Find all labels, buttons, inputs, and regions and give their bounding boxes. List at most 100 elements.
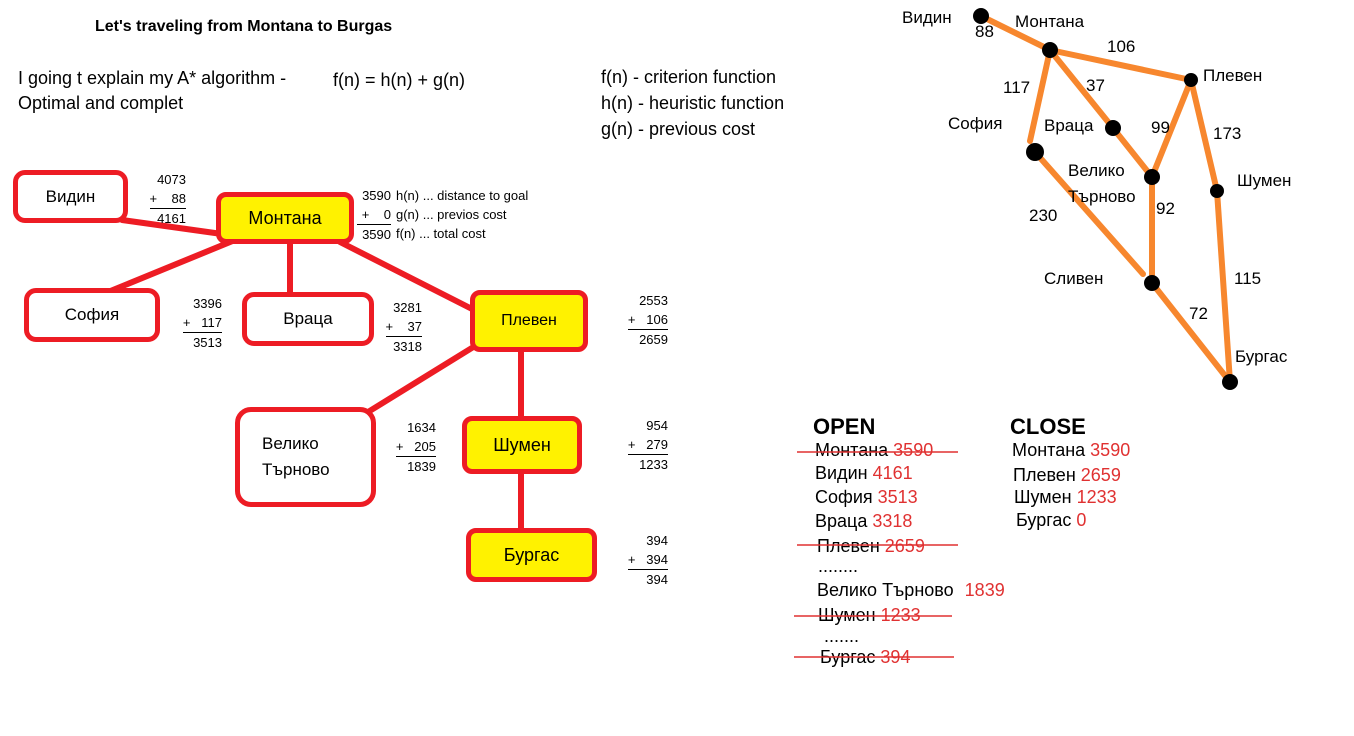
city-dot-burgas: [1222, 374, 1238, 390]
close-item-value: 0: [1076, 510, 1087, 530]
calc-sofia: 3396 + 117 3513: [176, 294, 222, 352]
note-g-value: + 0: [361, 207, 391, 222]
tree-node-shumen: Шумен: [462, 416, 582, 474]
calc-h: 394: [646, 533, 668, 548]
open-item-7: Шумен 1233: [818, 605, 921, 626]
calc-g: + 117: [182, 313, 222, 333]
calc-h: 954: [646, 418, 668, 433]
open-item-name: Плевен: [817, 536, 880, 556]
calc-veliko-tarnovo: 1634 + 205 1839: [386, 418, 436, 476]
legend-g: g(n) - previous cost: [601, 119, 756, 139]
weight-vidin-montana: 88: [975, 22, 994, 41]
open-item-6: Велико Търново 1839: [817, 580, 1005, 601]
calc-h: 2553: [639, 293, 668, 308]
city-dot-montana: [1042, 42, 1058, 58]
note-h-text: h(n) ... distance to goal: [396, 188, 529, 203]
calc-shumen: 954 + 279 1233: [620, 416, 668, 474]
tree-node-label: Монтана: [248, 207, 322, 228]
city-dot-sofia: [1026, 143, 1044, 161]
calc-g: + 205: [395, 437, 436, 457]
city-label-burgas: Бургас: [1235, 347, 1288, 366]
open-item-value: 2659: [884, 536, 925, 556]
close-list-title: CLOSE: [1010, 414, 1086, 439]
open-item-name: .......: [824, 626, 860, 646]
weight-pleven-shumen: 173: [1213, 124, 1242, 143]
close-item-value: 1233: [1076, 487, 1117, 507]
open-item-name: Видин: [815, 463, 868, 483]
open-item-value: 4161: [872, 463, 913, 483]
city-label-veliko-line2: Търново: [1068, 187, 1136, 206]
city-dot-vidin: [973, 8, 989, 24]
city-dot-pleven: [1184, 73, 1198, 87]
edge-vidin-montana: [119, 217, 225, 237]
tree-node-label: Шумен: [493, 434, 551, 455]
road-montana-vratsa: [1047, 47, 1116, 131]
calc-g: + 106: [627, 310, 668, 330]
calc-h: 3281: [393, 300, 422, 315]
city-label-sliven: Сливен: [1044, 269, 1104, 288]
calc-h: 4073: [157, 172, 186, 187]
weight-montana-vratsa: 37: [1086, 76, 1105, 95]
calc-burgas: 394 + 394 394: [624, 531, 668, 589]
weight-montana-sofia: 117: [1003, 78, 1031, 97]
close-item-value: 2659: [1080, 465, 1121, 485]
note-f-value: 3590: [357, 224, 391, 244]
open-item-name: София: [815, 487, 873, 507]
city-label-montana: Монтана: [1015, 12, 1085, 31]
tree-node-label-line1: Велико: [262, 434, 319, 453]
close-item-name: Плевен: [1013, 465, 1076, 485]
calc-f: 1839: [407, 459, 436, 474]
road-montana-pleven: [1047, 47, 1194, 83]
road-montana-sofia: [1027, 47, 1053, 144]
close-item-3: Бургас 0: [1016, 510, 1086, 531]
open-item-4: Плевен 2659: [817, 536, 925, 557]
city-label-pleven: Плевен: [1203, 66, 1263, 85]
tree-node-veliko-tarnovo: Велико Търново: [235, 407, 376, 507]
calc-h: 1634: [407, 420, 436, 435]
road-pleven-veliko: [1149, 77, 1194, 180]
weight-sofia-sliven: 230: [1029, 206, 1058, 225]
open-item-2: София 3513: [815, 487, 918, 508]
close-item-0: Монтана 3590: [1012, 440, 1130, 461]
tree-node-montana: Монтана: [216, 192, 354, 244]
weight-veliko-sliven: 92: [1156, 199, 1175, 218]
tree-node-pleven: Плевен: [470, 290, 588, 352]
open-item-8: .......: [824, 626, 859, 647]
open-item-value: 3590: [893, 440, 934, 460]
open-item-3: Враца 3318: [815, 511, 912, 532]
note-f-text: f(n) ... total cost: [396, 226, 486, 241]
calc-h: 3396: [193, 296, 222, 311]
open-item-value: 3513: [877, 487, 918, 507]
close-item-value: 3590: [1090, 440, 1131, 460]
tree-node-label: Видин: [45, 186, 96, 206]
tree-node-burgas: Бургас: [466, 528, 597, 582]
calc-f: 2659: [639, 332, 668, 347]
calc-g: + 279: [627, 435, 668, 455]
road-vratsa-veliko: [1110, 125, 1155, 180]
open-item-5: ........: [818, 556, 858, 577]
calc-f: 1233: [639, 457, 668, 472]
tree-node-label: Бургас: [503, 544, 560, 565]
open-item-name: Шумен: [818, 605, 876, 625]
city-label-vidin: Видин: [902, 8, 952, 27]
open-item-0: Монтана 3590: [815, 440, 933, 461]
tree-node-label: Враца: [283, 309, 333, 328]
open-item-name: ........: [818, 556, 859, 576]
tree-node-label: Плевен: [501, 312, 557, 329]
calc-g: + 394: [627, 550, 668, 570]
tree-node-vidin: Видин: [13, 170, 128, 223]
weight-shumen-burgas: 115: [1234, 269, 1262, 288]
edge-pleven-veliko: [365, 343, 478, 415]
calc-f: 3513: [193, 335, 222, 350]
city-label-vratsa: Враца: [1044, 116, 1094, 135]
calc-g: + 37: [385, 317, 422, 337]
city-label-shumen: Шумен: [1237, 171, 1292, 190]
tree-node-sofia: София: [24, 288, 160, 342]
city-dot-shumen: [1210, 184, 1224, 198]
open-item-value: 1233: [880, 605, 921, 625]
close-item-2: Шумен 1233: [1014, 487, 1117, 508]
calc-f: 4161: [157, 211, 186, 226]
